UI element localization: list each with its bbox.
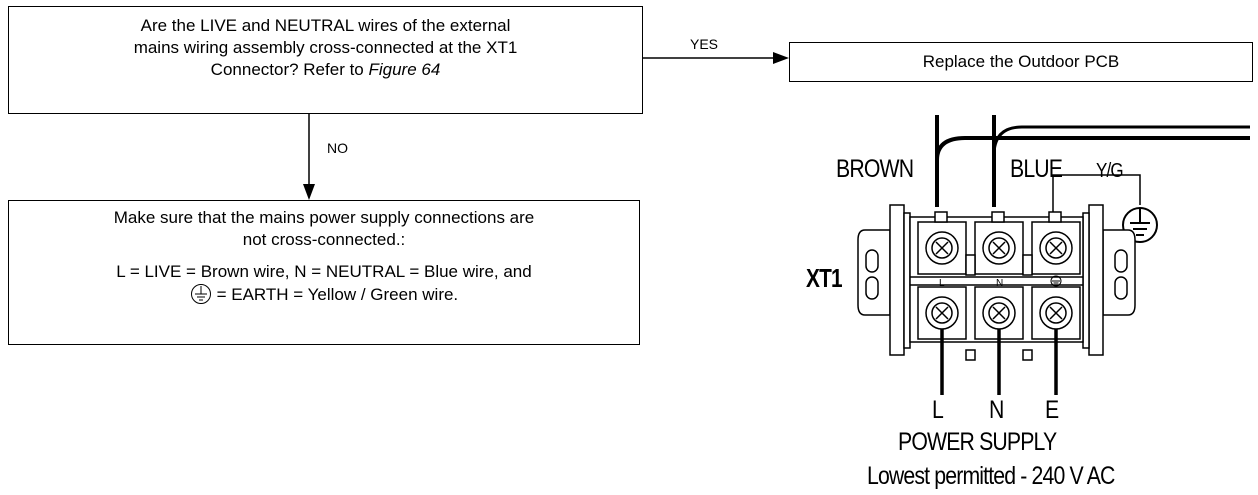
- make-sure-line4: = EARTH = Yellow / Green wire.: [216, 285, 459, 304]
- incoming-wires: [935, 115, 1250, 207]
- brown-wire-label: BROWN: [836, 155, 914, 183]
- make-sure-line3: L = LIVE = Brown wire, N = NEUTRAL = Blu…: [116, 262, 532, 281]
- make-sure-box: Make sure that the mains power supply co…: [8, 200, 640, 345]
- terminal-screws: [925, 231, 1073, 330]
- output-L-label: L: [932, 396, 944, 424]
- earth-symbol-icon: [190, 284, 211, 304]
- terminal-label-N: N: [996, 278, 1003, 289]
- terminal-label-L: L: [939, 278, 945, 289]
- result-text: Replace the Outdoor PCB: [922, 52, 1120, 71]
- question-line1: Are the LIVE and NEUTRAL wires of the ex…: [140, 16, 511, 35]
- make-sure-line4-wrap: = EARTH = Yellow / Green wire.: [9, 283, 639, 306]
- output-N-label: N: [989, 396, 1004, 424]
- yg-wire: [1052, 174, 1141, 213]
- yes-label: YES: [690, 36, 719, 52]
- power-supply-label: POWER SUPPLY: [898, 428, 1057, 456]
- xt1-wiring-diagram: L N: [857, 115, 1250, 395]
- arrow-down-icon: [303, 184, 315, 200]
- arrow-right-icon: [773, 52, 789, 64]
- yg-wire-label: Y/G: [1096, 160, 1124, 182]
- blue-wire-label: BLUE: [1010, 155, 1063, 183]
- terminal-block-mounts: [857, 204, 1136, 356]
- figure-reference: Figure 64: [368, 60, 441, 79]
- lowest-permitted-label: Lowest permitted - 240 V AC: [867, 462, 1115, 490]
- no-label: NO: [327, 140, 348, 156]
- terminal-earth-icon: [1050, 275, 1062, 287]
- question-box: Are the LIVE and NEUTRAL wires of the ex…: [8, 6, 643, 114]
- question-line3-prefix: Connector? Refer to: [210, 60, 369, 79]
- output-E-label: E: [1045, 396, 1059, 424]
- outgoing-wires: [940, 329, 1058, 395]
- make-sure-line1: Make sure that the mains power supply co…: [113, 208, 535, 227]
- result-box: Replace the Outdoor PCB: [789, 42, 1253, 82]
- make-sure-line2: not cross-connected.:: [242, 230, 406, 249]
- question-line3: Connector? Refer to Figure 64: [9, 59, 642, 81]
- xt1-label: XT1: [806, 263, 843, 293]
- question-line2: mains wiring assembly cross-connected at…: [133, 38, 518, 57]
